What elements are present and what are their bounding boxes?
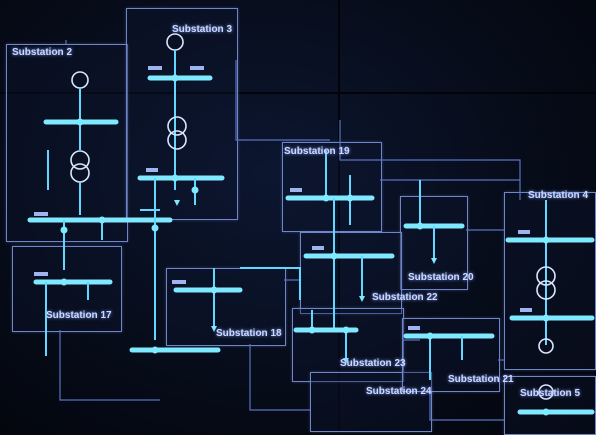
transformer-icon [536, 280, 556, 300]
feeder-line [240, 267, 301, 300]
substation-22-label: Substation 22 [372, 292, 438, 303]
tie-line [429, 390, 504, 421]
breaker-node [416, 222, 424, 230]
transformer-icon [70, 150, 90, 170]
breaker-node [60, 226, 68, 234]
breaker-node [191, 186, 199, 194]
tie-line [339, 120, 521, 200]
substation-17-panel[interactable] [12, 246, 122, 332]
substation-20-label: Substation 20 [408, 272, 474, 283]
telemetry-mark [172, 280, 186, 284]
telemetry-mark [518, 230, 530, 234]
telemetry-mark [312, 246, 324, 250]
tie-line [235, 60, 330, 141]
tie-line [59, 330, 160, 401]
breaker-node [426, 332, 434, 340]
telemetry-marks [34, 66, 532, 330]
breaker-node [171, 74, 179, 82]
substation-22-panel[interactable] [300, 232, 402, 314]
substation-24-panel[interactable] [310, 372, 432, 432]
breaker-node [210, 286, 218, 294]
breaker-node [308, 326, 316, 334]
telemetry-mark [408, 326, 420, 330]
substation-2-panel[interactable] [6, 44, 128, 242]
breaker-node [542, 314, 550, 322]
panel-seam-horizontal [0, 92, 596, 94]
breaker-node [342, 326, 350, 334]
substation-18-label: Substation 18 [216, 328, 282, 339]
substation-19-label: Substation 19 [284, 146, 350, 157]
substation-21-panel[interactable] [402, 318, 500, 392]
breaker-node [98, 216, 106, 224]
substation-2-label: Substation 2 [12, 47, 73, 58]
flow-arrow-icon [359, 296, 365, 302]
telemetry-mark [520, 308, 532, 312]
transformer-icon [536, 266, 556, 286]
tie-line [249, 344, 310, 411]
substation-17-label: Substation 17 [46, 310, 112, 321]
transformer-icon [167, 116, 187, 136]
transformer-icon [70, 163, 90, 183]
substation-23-panel[interactable] [292, 308, 404, 382]
substation-24-label: Substation 24 [366, 386, 432, 397]
flow-arrows [174, 200, 437, 364]
breaker-node [151, 346, 159, 354]
breaker-node [322, 194, 330, 202]
telemetry-mark [290, 188, 302, 192]
substation-5-label: Substation 5 [520, 388, 581, 399]
substation-21-label: Substation 21 [448, 374, 514, 385]
substation-23-label: Substation 23 [340, 358, 406, 369]
panel-seam-vertical [338, 0, 340, 433]
generator-icon [538, 384, 554, 400]
breaker-nodes [60, 74, 550, 416]
substation-19-panel[interactable] [282, 142, 382, 232]
breaker-node [330, 252, 338, 260]
flow-arrow-icon [174, 200, 180, 206]
telemetry-mark [148, 66, 162, 70]
telemetry-mark [34, 212, 48, 216]
breaker-node [542, 236, 550, 244]
telemetry-mark [34, 272, 48, 276]
substation-3-panel[interactable] [126, 8, 238, 220]
telemetry-mark [146, 168, 158, 172]
breaker-node [542, 408, 550, 416]
breaker-node [346, 194, 354, 202]
telemetry-mark [190, 66, 204, 70]
breaker-node [76, 118, 84, 126]
flow-arrow-icon [211, 326, 217, 332]
flow-arrow-icon [343, 358, 349, 364]
breaker-node [151, 224, 159, 232]
generator-icon [71, 71, 89, 89]
breaker-node [171, 174, 179, 182]
breaker-node [60, 278, 68, 286]
substation-3-label: Substation 3 [172, 24, 233, 35]
generator-icon [538, 338, 554, 354]
generator-icon [166, 33, 184, 51]
flow-arrow-icon [431, 258, 437, 264]
transformer-icon [167, 130, 187, 150]
substation-4-label: Substation 4 [528, 190, 589, 201]
